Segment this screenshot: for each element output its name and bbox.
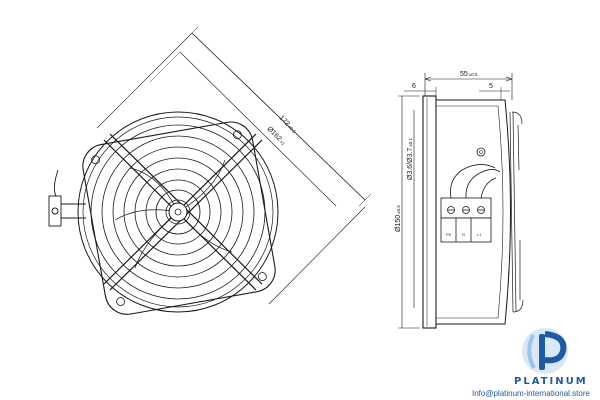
platinum-watermark: PLATINUM Info@platinum-international.sto… bbox=[472, 328, 591, 398]
hole-circle-dim-text: Ø162 bbox=[266, 126, 283, 143]
terminal-screw-icon bbox=[447, 206, 455, 214]
left-offset-dim-text: 6 bbox=[412, 83, 416, 90]
depth-dim-text: 55 bbox=[460, 71, 468, 78]
motor-hub bbox=[168, 202, 188, 222]
terminal-label-n: N bbox=[462, 232, 465, 237]
terminal-screw-icon bbox=[462, 206, 470, 214]
svg-text:Ø3.6/Ø3.7±0.1: Ø3.6/Ø3.7 ±0.1 bbox=[407, 137, 414, 180]
terminal-screw-icon bbox=[477, 206, 485, 214]
diameter-dim-text: Ø150 bbox=[395, 215, 402, 232]
svg-text:Ø162±1: Ø162±1 bbox=[266, 126, 287, 148]
side-dimension-labels: 55±0.5 6 5 Ø150±0.5 Ø3.6/Ø3.7±0.1 PE N L… bbox=[395, 71, 493, 237]
mounting-hole bbox=[116, 297, 126, 306]
flange-dim-tolerance: ±0.1 bbox=[408, 137, 413, 146]
diagonal-dimension bbox=[96, 26, 372, 305]
svg-text:172±0.5: 172±0.5 bbox=[278, 115, 298, 136]
flange-plate bbox=[422, 95, 437, 329]
right-offset-dim-text: 5 bbox=[489, 83, 493, 90]
platinum-logo-icon bbox=[522, 328, 568, 374]
front-dimension-labels: 172±0.5 Ø162±1 bbox=[266, 115, 298, 148]
terminal-block bbox=[440, 197, 492, 243]
svg-text:55±0.5: 55±0.5 bbox=[460, 71, 478, 78]
side-connector bbox=[48, 169, 86, 227]
terminal-label-l1: L1 bbox=[477, 232, 482, 237]
hole-circle-dim-tolerance: ±1 bbox=[279, 139, 286, 146]
front-view bbox=[48, 26, 372, 315]
flange-dim-text: Ø3.6/Ø3.7 bbox=[407, 148, 414, 180]
contact-email: Info@platinum-international.store bbox=[472, 389, 591, 398]
connection-wires bbox=[450, 164, 501, 199]
depth-dim-tolerance: ±0.5 bbox=[469, 72, 478, 77]
side-view bbox=[398, 73, 524, 329]
fan-housing bbox=[77, 111, 279, 313]
screw-icon bbox=[476, 147, 486, 157]
mounting-hole bbox=[258, 272, 267, 281]
hole-circle-dimension bbox=[149, 51, 337, 207]
rear-guard bbox=[509, 111, 524, 313]
svg-text:Ø150±0.5: Ø150±0.5 bbox=[395, 205, 402, 232]
terminal-label-pe: PE bbox=[446, 232, 452, 237]
diagonal-dim-tolerance: ±0.5 bbox=[287, 124, 297, 134]
depth-dimension bbox=[424, 73, 513, 100]
finger-guard bbox=[90, 124, 266, 300]
diameter-dimension bbox=[398, 95, 420, 329]
diameter-dim-tolerance: ±0.5 bbox=[396, 205, 401, 214]
brand-name: PLATINUM bbox=[514, 376, 588, 387]
